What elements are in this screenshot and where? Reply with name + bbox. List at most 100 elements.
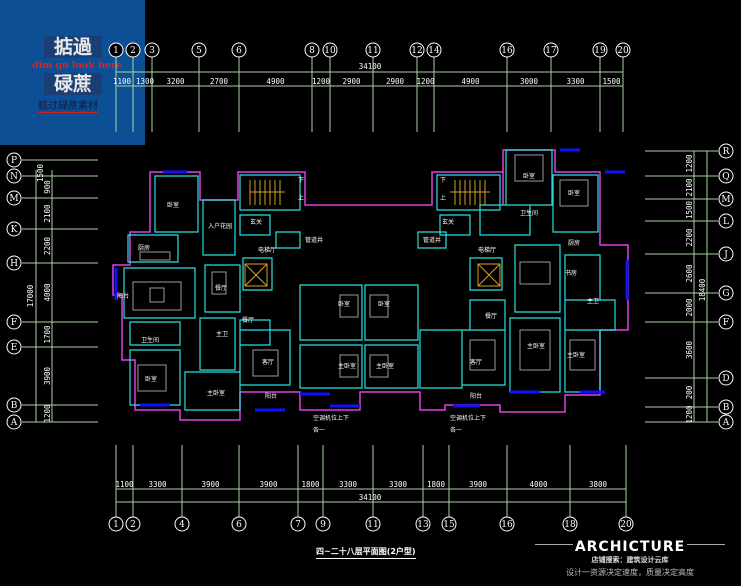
top-dim: 4900 [461,77,480,86]
room-foyer-left: 玄关 [250,218,262,226]
top-axis-20-label: 20 [617,46,629,56]
right-axis-F-bubble [718,314,734,330]
bottom-axis-2-bubble [125,516,141,532]
bottom-dim: 1800 [301,480,320,489]
top-dim: 1200 [312,77,331,86]
room-study-right: 书房 [565,269,577,277]
bottom-axis-15-label: 15 [443,520,455,530]
room-bedroom-right-1: 卧室 [523,172,535,180]
bottom-axis-9-bubble [315,516,331,532]
bottom-dim: 1800 [427,480,446,489]
bottom-total-dim: 34100 [359,493,382,502]
room-master-bed-center: 主卧室 [338,362,356,370]
brand-name: ARCHICTURE [571,539,689,555]
top-axis-12-label: 12 [411,46,422,56]
top-axis-10-label: 10 [324,46,336,56]
top-axis-20-bubble [615,42,631,58]
left-axis-M-bubble [6,190,22,206]
room-bath-right: 卫生间 [520,209,538,217]
bottom-dim: 3300 [389,480,408,489]
left-axis-P-bubble [6,152,22,168]
right-dim: 2100 [685,178,694,197]
bottom-axis-16-label: 16 [501,520,513,530]
top-axis-3-bubble [144,42,160,58]
bottom-axis-6-bubble [231,516,247,532]
room-shaft-left: 管道井 [305,236,323,244]
left-axis-F-bubble [6,314,22,330]
top-dim: 2700 [210,77,229,86]
bottom-axis-7-label: 7 [295,520,301,530]
bottom-dim: 1100 [115,480,134,489]
top-axis-11-bubble [365,42,381,58]
right-axis-G-bubble [718,285,734,301]
stair-up-right: 上 [440,194,446,202]
top-dim: 2900 [342,77,361,86]
top-axis-5-label: 5 [196,46,202,56]
top-total-dim: 34100 [359,62,382,71]
top-axis-8-bubble [304,42,320,58]
room-bedroom-1: 卧室 [167,201,179,209]
left-axis-N-label: N [10,172,18,182]
right-axis-J-bubble [718,246,734,262]
room-bedroom-left-3: 主卧室 [207,389,225,397]
room-labels: 卧室 厨房 入户花园 玄关 电梯厅 管道井 阳台 餐厅 餐厅 卫生间 主卫 卧室… [117,172,599,434]
left-total-dim: 17000 [26,284,35,307]
left-axis-K-label: K [11,225,18,235]
bottom-axis-9-label: 9 [320,520,326,530]
left-axis-B-label: B [11,401,18,411]
right-axis-F-label: F [723,318,729,328]
top-axis-3-label: 3 [149,46,155,56]
bottom-axis-16-bubble [499,516,515,532]
left-axis-P-label: P [11,156,17,166]
top-axis-6-bubble [231,42,247,58]
bottom-axis-18-bubble [562,516,578,532]
bottom-dim: 3900 [201,480,220,489]
bottom-dim: 3300 [148,480,167,489]
right-axis-L-bubble [718,213,734,229]
stair-down-right: 下 [440,177,446,184]
room-master-bed-right: 主卧室 [527,342,545,350]
room-balcony-left-2: 阳台 [265,392,277,400]
right-axis-B-bubble [718,399,734,415]
bottom-dim: 4000 [529,480,548,489]
left-dim: 2100 [43,204,52,223]
brand-watermark: ARCHICTURE 店铺搜索：建筑设计云库 设计一资源决定速度，质量决定高度 [535,536,725,578]
top-dim: 1200 [416,77,435,86]
top-axis-5-bubble [191,42,207,58]
bottom-axis-11-label: 11 [367,520,378,530]
right-axis-M-label: M [721,195,730,205]
right-dim: 2200 [685,228,694,247]
bottom-axis-13-bubble [415,516,431,532]
bottom-dim: 3900 [469,480,488,489]
bottom-axis-20-bubble [618,516,634,532]
logo-line1: 掂過 [44,36,102,58]
bottom-axis-20-label: 20 [620,520,632,530]
bottom-dim: 3300 [339,480,358,489]
top-axis-2-bubble [125,42,141,58]
left-axis-M-label: M [9,194,18,204]
right-dim: 2000 [685,298,694,317]
left-axis-E-bubble [6,339,22,355]
room-balcony-left-1: 阳台 [117,292,129,300]
right-dim: 200 [685,385,694,399]
bottom-axis-11-bubble [365,516,381,532]
top-dim: 3300 [566,77,585,86]
bottom-axis-15-bubble [441,516,457,532]
right-dim: 1200 [685,405,694,424]
top-axis-2-label: 2 [130,46,136,56]
room-kitchen-right: 厨房 [568,239,580,247]
right-axis-L-label: L [723,217,729,227]
top-dim: 3000 [520,77,539,86]
bottom-axis-4-label: 4 [179,520,185,530]
brand-slogan: 设计一资源决定速度，质量决定高度 [566,568,694,577]
room-shaft-right: 管道井 [423,236,441,244]
top-axis-1-label: 1 [113,46,119,56]
room-master-bed-right-2: 主卧室 [567,351,585,359]
bottom-axis-1-label: 1 [113,520,119,530]
top-axis-8-label: 8 [309,46,315,56]
right-axis-J-label: J [723,250,728,260]
right-axis-Q-label: Q [722,172,729,182]
top-dim: 4900 [266,77,285,86]
top-axis-17-label: 17 [545,46,557,56]
room-living-right: 客厅 [470,358,482,366]
